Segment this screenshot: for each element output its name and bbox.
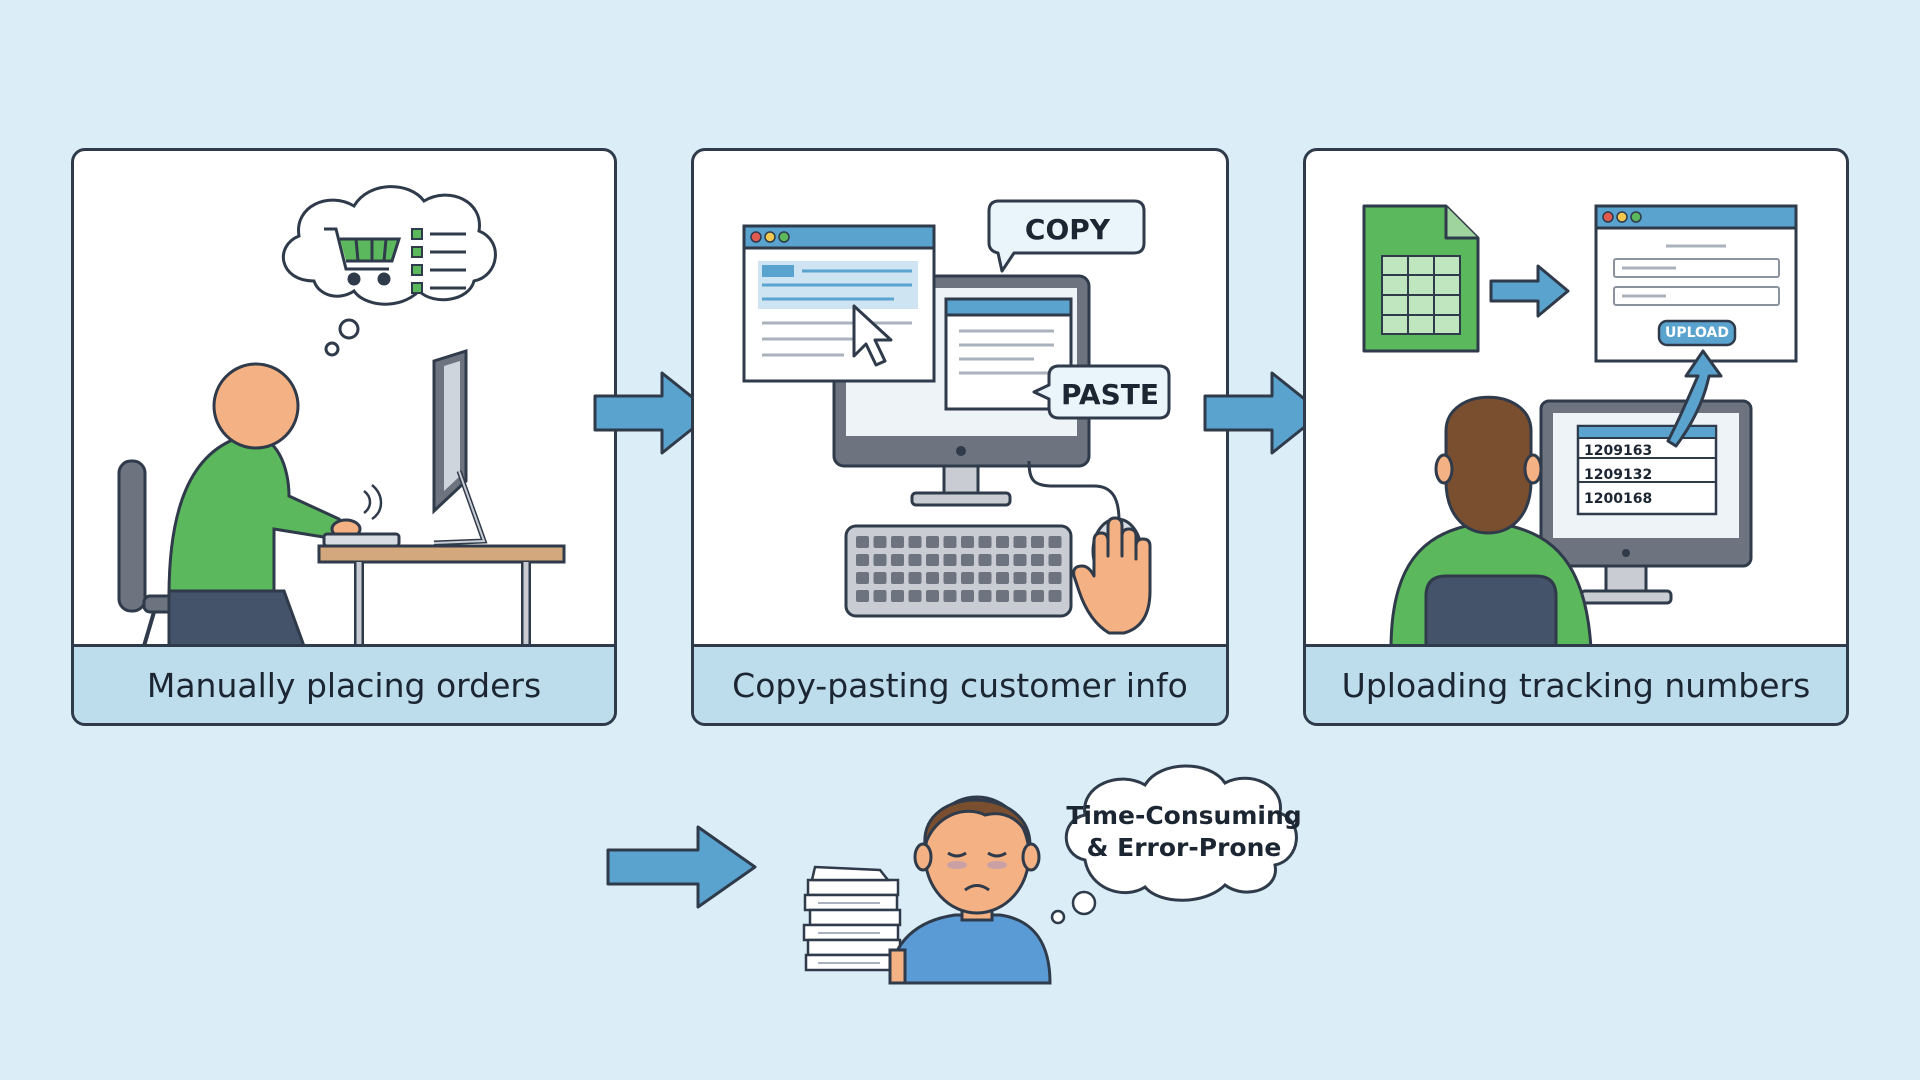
tracking-number-1: 1209163: [1584, 443, 1653, 459]
thought-cloud-icon: [1064, 764, 1298, 902]
keyboard-key: [856, 590, 869, 602]
keyboard-key: [943, 536, 957, 548]
keyboard-key: [961, 554, 974, 566]
keyboard-key: [1013, 536, 1027, 548]
source-window-icon: [742, 224, 936, 383]
keyboard-key: [1031, 536, 1044, 548]
panel-manual-orders: Manually placing orders: [71, 148, 617, 726]
keyboard-key: [926, 572, 939, 584]
copy-label: COPY: [1024, 213, 1111, 246]
keyboard-key: [996, 554, 1009, 566]
keyboard-key: [926, 536, 939, 548]
panel-upload-tracking: UPLOAD 1209163 1209132 1200168 Uploading…: [1303, 148, 1849, 726]
upload-arrow-icon: [1666, 349, 1723, 448]
keyboard-key: [943, 572, 957, 584]
panel-copy-paste: COPY PASTE Copy-pasting customer info: [691, 148, 1229, 726]
keyboard-key: [856, 554, 869, 566]
caption-manual-orders: Manually placing orders: [74, 644, 614, 723]
keyboard-key: [1031, 572, 1044, 584]
paper-stack-icon: [802, 865, 902, 972]
keyboard-key: [891, 554, 904, 566]
keyboard-key: [873, 590, 887, 602]
keyboard-icon: [844, 524, 1073, 618]
keyboard-key: [891, 536, 904, 548]
keyboard-key: [873, 554, 887, 566]
keyboard-key: [908, 536, 922, 548]
keyboard-key: [961, 572, 974, 584]
outcome-thought: Time-Consuming & Error-Prone: [1064, 800, 1304, 864]
keyboard-key: [961, 590, 974, 602]
keyboard-key: [908, 554, 922, 566]
keyboard-key: [1031, 590, 1044, 602]
keyboard-key: [996, 590, 1009, 602]
paste-bubble-icon: [1032, 364, 1171, 420]
person-at-desk-icon: [167, 362, 383, 648]
keyboard-key: [891, 572, 904, 584]
keyboard-key: [1013, 572, 1027, 584]
outcome-line-1: Time-Consuming: [1066, 801, 1302, 830]
shopping-cart-icon: [324, 227, 402, 286]
keyboard-key: [978, 590, 992, 602]
keyboard-key: [1048, 554, 1062, 566]
cursor-icon: [852, 304, 893, 367]
copy-bubble-icon: [987, 199, 1146, 273]
keyboard-key: [873, 536, 887, 548]
keyboard-key: [908, 590, 922, 602]
outcome-line-2: & Error-Prone: [1086, 833, 1282, 862]
caption-upload-tracking: Uploading tracking numbers: [1306, 644, 1846, 723]
keyboard-key: [908, 572, 922, 584]
mouse-cable: [1027, 460, 1121, 522]
keyboard-key: [926, 554, 939, 566]
keyboard-key: [978, 536, 992, 548]
keyboard-key: [1013, 554, 1027, 566]
upload-tracking-illustration: [1362, 204, 1798, 649]
desk-icon: [317, 544, 566, 646]
keyboard-key: [856, 536, 869, 548]
tired-person-icon: [888, 795, 1052, 985]
upload-button-label: UPLOAD: [1664, 325, 1730, 341]
arrow-right-icon: [1203, 371, 1324, 455]
mouse-hand-icon: [1072, 516, 1152, 635]
keyboard-key: [1048, 536, 1062, 548]
keyboard-key: [978, 554, 992, 566]
keyboard-key: [943, 590, 957, 602]
keyboard-key: [891, 590, 904, 602]
tracking-number-2: 1209132: [1584, 467, 1653, 483]
tracking-table-icon: [1576, 424, 1718, 516]
tracking-number-3: 1200168: [1584, 491, 1653, 507]
copy-paste-illustration: [742, 199, 1171, 635]
keyboard-key: [978, 572, 992, 584]
stressed-worker-illustration: [802, 764, 1298, 985]
keyboard-icon: [322, 532, 401, 548]
keyboard-key: [1013, 590, 1027, 602]
monitor-icon: [432, 348, 488, 546]
manual-orders-illustration: [117, 185, 566, 648]
keyboard-key: [943, 554, 957, 566]
keyboard-key: [856, 572, 869, 584]
keyboard-key: [961, 536, 974, 548]
keyboard-key: [996, 572, 1009, 584]
keyboard-key: [1031, 554, 1044, 566]
arrow-right-icon: [593, 371, 714, 455]
arrow-right-icon: [1489, 264, 1570, 318]
spreadsheet-file-icon: [1362, 204, 1480, 353]
keyboard-key: [1048, 572, 1062, 584]
list-icon: [411, 228, 466, 294]
keyboard-key: [1048, 590, 1062, 602]
arrow-right-icon: [606, 825, 757, 909]
keyboard-key: [996, 536, 1009, 548]
keyboard-key: [926, 590, 939, 602]
person-back-view-icon: [1389, 395, 1593, 649]
paste-label: PASTE: [1060, 378, 1159, 411]
caption-copy-paste: Copy-pasting customer info: [694, 644, 1226, 723]
keyboard-key: [873, 572, 887, 584]
